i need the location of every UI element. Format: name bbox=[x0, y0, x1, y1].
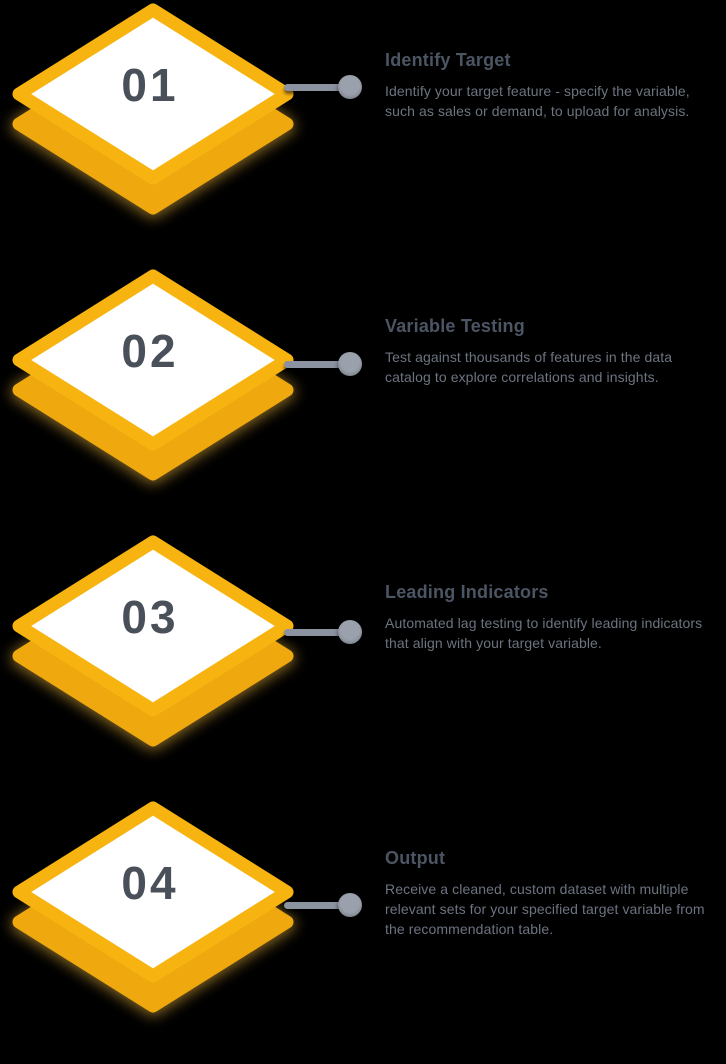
connector-dot-icon bbox=[338, 352, 362, 376]
step-title: Leading Indicators bbox=[385, 582, 549, 602]
step-1-diamond-icon: 01 bbox=[0, 0, 300, 240]
diamond-shape-icon bbox=[11, 535, 295, 750]
step-description: Test against thousands of features in th… bbox=[385, 349, 673, 385]
step-number: 01 bbox=[121, 59, 179, 111]
step-title: Variable Testing bbox=[385, 316, 525, 336]
step-row-2: 02 Variable Testing Test against thousan… bbox=[0, 266, 726, 532]
diamond-face bbox=[12, 801, 294, 983]
connector-dot-icon bbox=[338, 620, 362, 644]
connector-dot-icon bbox=[338, 75, 362, 99]
connector-dot-icon bbox=[338, 893, 362, 917]
connector-line bbox=[284, 629, 344, 636]
step-description: Receive a cleaned, custom dataset with m… bbox=[385, 881, 705, 937]
step-3-diamond-icon: 03 bbox=[0, 532, 300, 772]
connector-line bbox=[284, 361, 344, 368]
step-2-diamond-icon: 02 bbox=[0, 266, 300, 506]
step-description: Automated lag testing to identify leadin… bbox=[385, 615, 703, 651]
diamond-shape-icon bbox=[11, 801, 295, 1016]
connector bbox=[282, 893, 378, 917]
connector bbox=[282, 620, 378, 644]
step-description: Identify your target feature - specify t… bbox=[385, 83, 690, 119]
step-number: 04 bbox=[121, 857, 179, 909]
step-row-1: 01 Identify Target Identify your target … bbox=[0, 0, 726, 266]
diamond-face bbox=[12, 535, 294, 717]
connector bbox=[282, 75, 378, 99]
step-number: 02 bbox=[121, 325, 179, 377]
connector-line bbox=[284, 84, 344, 91]
step-number: 03 bbox=[121, 591, 179, 643]
step-row-3: 03 Leading Indicators Automated lag test… bbox=[0, 532, 726, 798]
step-row-4: 04 Output Receive a cleaned, custom data… bbox=[0, 798, 726, 1064]
connector-line bbox=[284, 902, 344, 909]
step-text-block: Output Receive a cleaned, custom dataset… bbox=[385, 846, 717, 939]
step-text-block: Variable Testing Test against thousands … bbox=[385, 314, 717, 387]
diamond-face bbox=[12, 3, 294, 185]
step-text-block: Identify Target Identify your target fea… bbox=[385, 48, 717, 121]
step-4-diamond-icon: 04 bbox=[0, 798, 300, 1038]
connector bbox=[282, 352, 378, 376]
diamond-face bbox=[12, 269, 294, 451]
diamond-shape-icon bbox=[11, 269, 295, 484]
step-title: Identify Target bbox=[385, 50, 511, 70]
step-text-block: Leading Indicators Automated lag testing… bbox=[385, 580, 717, 653]
diamond-shape-icon bbox=[11, 3, 295, 218]
step-title: Output bbox=[385, 848, 446, 868]
